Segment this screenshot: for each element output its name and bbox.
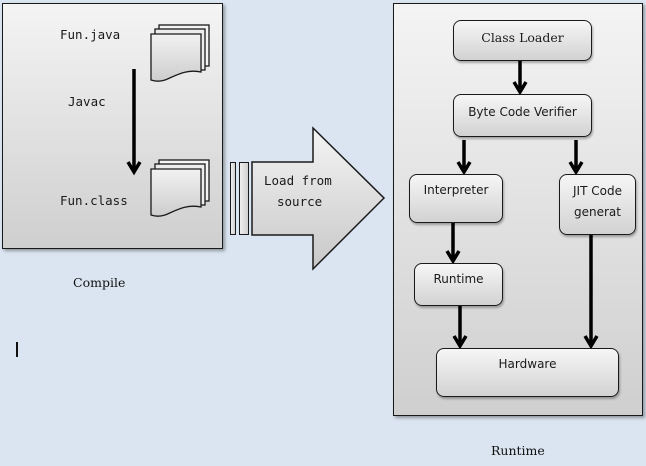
arrow-interpreter-to-runtime [445, 222, 461, 265]
javac-arrow [126, 69, 142, 176]
transfer-bar [230, 162, 236, 235]
hardware-label: Hardware [498, 357, 557, 371]
document-stack-icon [150, 24, 210, 82]
runtime-node: Runtime [414, 263, 503, 306]
byte-code-verifier-label: Byte Code Verifier [468, 105, 577, 119]
hardware-node: Hardware [436, 348, 619, 397]
class-loader-node: Class Loader [453, 20, 592, 61]
jit-label-line1: JIT Code [573, 184, 622, 198]
load-from-source-label-line1: Load from [264, 173, 332, 188]
interpreter-node: Interpreter [409, 174, 503, 223]
load-arrow-shape [251, 126, 386, 271]
arrow-jit-to-hardware [583, 234, 599, 350]
interpreter-label: Interpreter [423, 183, 489, 197]
class-loader-label: Class Loader [481, 30, 564, 45]
arrow-classloader-to-verifier [512, 60, 528, 96]
byte-code-verifier-node: Byte Code Verifier [453, 94, 592, 137]
jit-code-generator-node: JIT Code generat [559, 174, 636, 235]
load-from-source-label-line2: source [277, 194, 323, 209]
arrow-verifier-to-jit [568, 140, 584, 176]
document-stack-icon [150, 159, 210, 217]
jit-label-line2: generat [574, 205, 621, 219]
transfer-bar [239, 162, 249, 235]
arrow-runtime-to-hardware [452, 305, 468, 350]
class-file-label: Fun.class [60, 193, 128, 208]
runtime-node-label: Runtime [433, 272, 484, 286]
javac-label: Javac [68, 94, 106, 109]
text-cursor [16, 342, 18, 357]
source-file-label: Fun.java [60, 27, 121, 42]
arrow-verifier-to-interpreter [456, 140, 472, 176]
compile-caption: Compile [73, 275, 126, 290]
runtime-caption: Runtime [491, 443, 545, 458]
